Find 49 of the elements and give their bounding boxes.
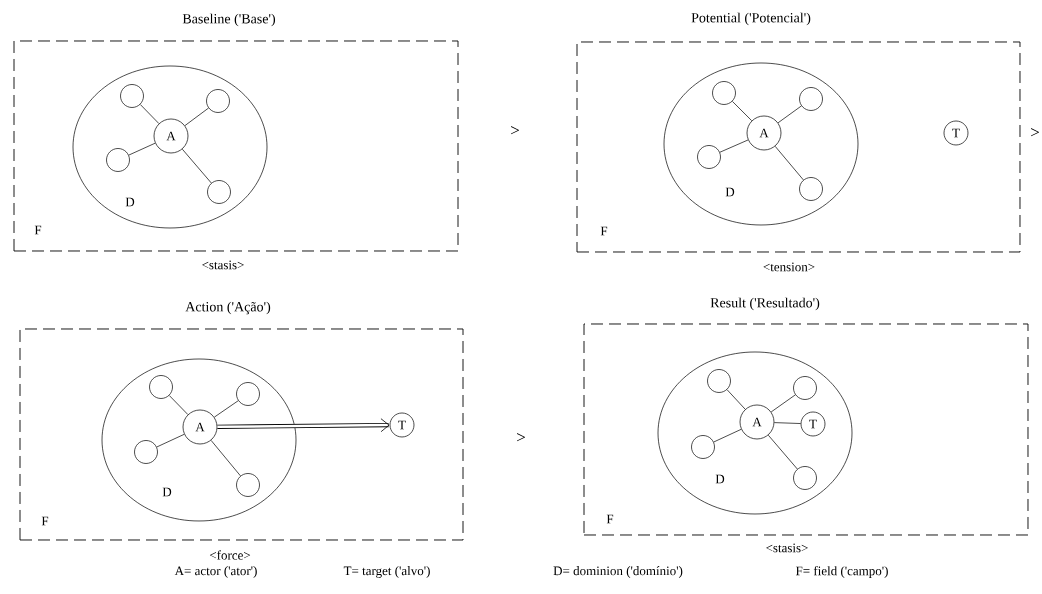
state-caption: <stasis> (202, 260, 244, 270)
state-caption: <force> (209, 550, 251, 560)
legend-note: T= target ('alvo') (343, 566, 430, 578)
member-circle (697, 145, 721, 169)
connector-line (732, 101, 753, 122)
member-circle (793, 376, 817, 400)
connector-line (719, 139, 749, 153)
member-circle (236, 382, 260, 406)
node-label: Baseline ('Base') (182, 13, 276, 27)
connector-line (726, 389, 746, 410)
connector-line (128, 142, 156, 156)
arrow (217, 418, 390, 433)
member-circle (707, 369, 731, 393)
member-circle (799, 87, 823, 111)
connector-line (156, 433, 185, 448)
member-circle (106, 148, 130, 172)
connector-line (767, 434, 798, 470)
connector-line (181, 148, 212, 184)
node-label: Action ('Ação') (185, 301, 271, 315)
node-label: Result ('Resultado') (710, 297, 820, 311)
member-circle (206, 89, 230, 113)
member-circle (236, 473, 260, 497)
member-circle (207, 180, 231, 204)
state-caption: <stasis> (766, 543, 808, 553)
legend-note: F= field ('campo') (795, 566, 888, 578)
member-circle (120, 84, 144, 108)
connector-line (213, 400, 239, 418)
member-circle (691, 435, 715, 459)
member-circle (799, 177, 823, 201)
sequence-sign: > (511, 126, 519, 135)
connector-line (184, 107, 209, 126)
member-circle (134, 440, 158, 464)
state-caption: <tension> (763, 262, 815, 272)
member-circle (149, 375, 173, 399)
connector-line (774, 422, 801, 424)
node-label: Potential ('Potencial') (691, 12, 811, 26)
sequence-sign: > (1031, 128, 1039, 137)
connector-line (713, 428, 742, 443)
legend-note: D= dominion ('domínio') (553, 566, 683, 578)
member-circle (712, 81, 736, 105)
connector-line (774, 145, 804, 181)
connector-line (139, 104, 160, 124)
connector-line (210, 440, 241, 477)
legend-note: A= actor ('ator') (174, 566, 257, 578)
connector-line (777, 105, 802, 124)
sequence-sign: > (517, 433, 525, 442)
connector-line (168, 395, 189, 415)
connector-line (770, 394, 796, 413)
member-circle (793, 466, 817, 490)
